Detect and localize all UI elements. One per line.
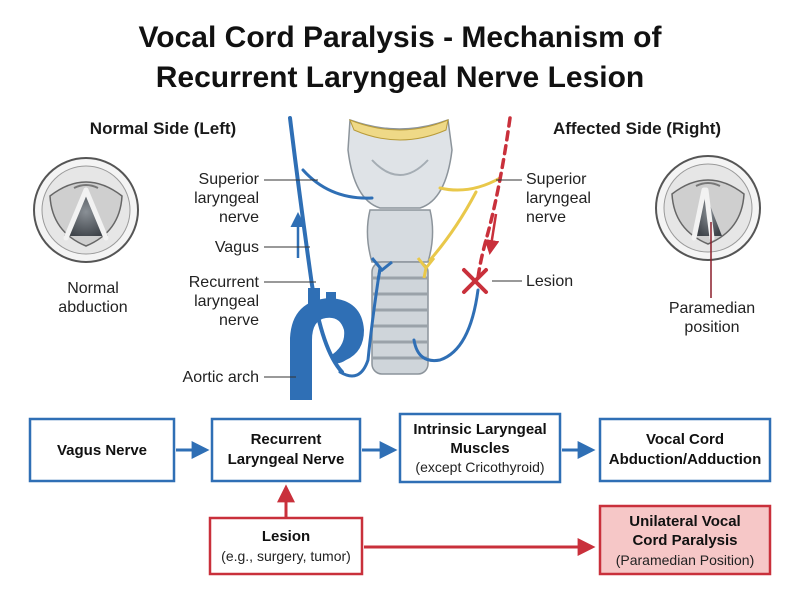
flow-box-vagus-nerve: Vagus Nerve	[28, 417, 176, 483]
flow-box-vocal-cord-movement: Vocal Cord Abduction/Adduction	[598, 417, 772, 483]
paramedian-caption-line-2: position	[684, 319, 739, 336]
flow-lesion-text-2: (e.g., surgery, tumor)	[221, 548, 351, 564]
paramedian-caption-line-1: Paramedian	[669, 300, 755, 317]
recurrent-label-3: nerve	[219, 312, 259, 329]
vagus-label: Vagus	[215, 239, 259, 256]
aortic-arch-branch	[326, 292, 336, 310]
lesion-label: Lesion	[526, 273, 573, 290]
flow-muscles-text-3: (except Cricothyroid)	[415, 459, 544, 475]
aortic-arch-label: Aortic arch	[183, 369, 259, 386]
left-nerve-ending	[370, 257, 393, 281]
right-superior-label-2: laryngeal	[526, 190, 591, 207]
right-downward-arrow	[484, 213, 500, 255]
flow-paralysis-text-1: Unilateral Vocal	[629, 513, 740, 530]
right-side-heading: Affected Side (Right)	[553, 119, 721, 138]
aortic-arch-branch	[308, 288, 320, 310]
cross-icon	[462, 268, 488, 294]
page-title-line-1: Vocal Cord Paralysis - Mechanism of	[139, 21, 663, 54]
recurrent-label-1: Recurrent	[189, 274, 260, 291]
right-superior-label-1: Superior	[526, 171, 587, 188]
normal-abduction-caption-line-2: abduction	[58, 299, 127, 316]
right-nerve-pathway	[412, 116, 512, 363]
flow-rln-text-2: Laryngeal Nerve	[228, 451, 345, 468]
right-superior-label-3: nerve	[526, 209, 566, 226]
page-title-line-2: Recurrent Laryngeal Nerve Lesion	[156, 61, 645, 94]
flow-box-intrinsic-muscles: Intrinsic Laryngeal Muscles (except Cric…	[398, 412, 562, 484]
left-superior-label-3: nerve	[219, 209, 259, 226]
flow-vagus-text: Vagus Nerve	[57, 442, 147, 459]
normal-vocal-cord-illustration	[33, 157, 139, 263]
flow-vocal-text-2: Abduction/Adduction	[609, 451, 761, 468]
flow-box-lesion: Lesion (e.g., surgery, tumor)	[208, 516, 364, 576]
flow-muscles-text-2: Muscles	[450, 440, 509, 457]
left-nerve-pathway	[288, 116, 382, 378]
recurrent-label-2: laryngeal	[194, 293, 259, 310]
flow-lesion-text-1: Lesion	[262, 528, 310, 545]
flow-vocal-text-1: Vocal Cord	[646, 431, 724, 448]
right-nerve-ending	[416, 257, 436, 279]
aortic-arch	[290, 298, 364, 400]
flow-box-recurrent-laryngeal-nerve: Recurrent Laryngeal Nerve	[210, 417, 362, 483]
paralyzed-vocal-cord-illustration	[655, 155, 761, 261]
flow-paralysis-text-3: (Paramedian Position)	[616, 552, 755, 568]
left-superior-label-2: laryngeal	[194, 190, 259, 207]
flow-paralysis-text-2: Cord Paralysis	[632, 532, 737, 549]
left-superior-label-1: Superior	[199, 171, 260, 188]
flow-box-unilateral-paralysis: Unilateral Vocal Cord Paralysis (Paramed…	[598, 504, 772, 576]
flow-muscles-text-1: Intrinsic Laryngeal	[413, 421, 546, 438]
left-side-heading: Normal Side (Left)	[90, 119, 236, 138]
flow-rln-text-1: Recurrent	[251, 431, 322, 448]
normal-abduction-caption-line-1: Normal	[67, 280, 119, 297]
